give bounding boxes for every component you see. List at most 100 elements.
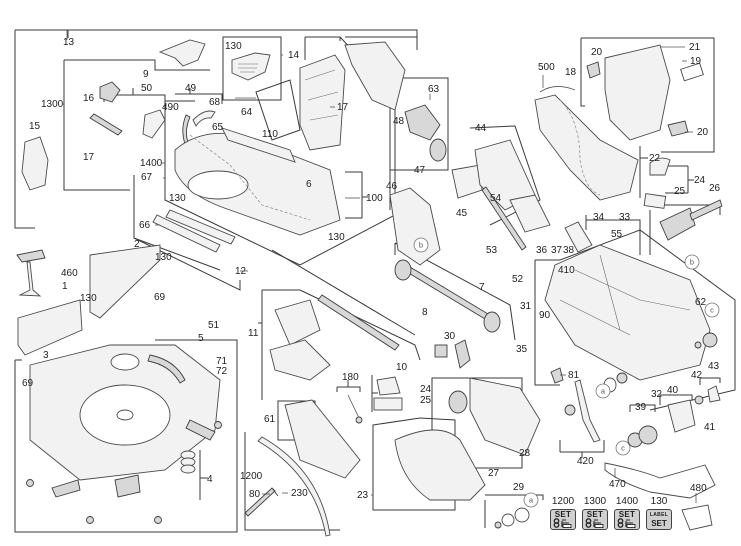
callout-41: 41 bbox=[704, 422, 716, 433]
callout-44: 44 bbox=[475, 123, 487, 134]
callout-36: 36 bbox=[536, 245, 548, 256]
dust-bag-part bbox=[604, 462, 716, 499]
callout-470: 470 bbox=[609, 479, 626, 490]
callout-45: 45 bbox=[456, 208, 468, 219]
callout-11: 11 bbox=[248, 328, 259, 339]
kit-number-1300: 1300 bbox=[583, 496, 607, 507]
svg-text:b: b bbox=[419, 241, 423, 250]
kit-badge-1300: SET bbox=[582, 509, 608, 530]
kit-badge-text: SET bbox=[651, 519, 667, 528]
reference-circles: b b c a c a bbox=[413, 237, 720, 508]
kit-badge-small-text: LABEL bbox=[649, 512, 669, 518]
svg-text:b: b bbox=[690, 258, 694, 267]
callout-30: 30 bbox=[444, 331, 456, 342]
table-arm-part bbox=[174, 132, 341, 236]
callout-26: 26 bbox=[709, 183, 721, 194]
callout-34: 34 bbox=[593, 212, 605, 223]
callout-12: 12 bbox=[235, 266, 247, 277]
callout-1: 1 bbox=[62, 281, 68, 292]
callout-43: 43 bbox=[708, 361, 720, 372]
kit-badge-1200: SET bbox=[550, 509, 576, 530]
main-handle-part bbox=[534, 94, 639, 201]
callout-25b: 25 bbox=[420, 395, 432, 406]
upper-guard-part bbox=[469, 377, 541, 456]
callout-7: 7 bbox=[479, 282, 485, 293]
callout-130c: 130 bbox=[328, 232, 345, 243]
cover-part bbox=[158, 39, 206, 67]
callout-50: 50 bbox=[141, 83, 153, 94]
callout-21: 21 bbox=[689, 42, 701, 53]
callout-62: 62 bbox=[695, 297, 707, 308]
callout-13: 13 bbox=[63, 37, 75, 48]
callout-1200: 1200 bbox=[240, 471, 263, 482]
callout-67: 67 bbox=[141, 172, 153, 183]
callout-32: 32 bbox=[651, 389, 663, 400]
callout-labels: 13 1300 9 50 49 490 68 16 15 17 130 14 6… bbox=[22, 37, 721, 501]
callout-3: 3 bbox=[43, 350, 49, 361]
callout-130b: 130 bbox=[169, 193, 186, 204]
callout-15: 15 bbox=[29, 121, 41, 132]
ref-circle-a bbox=[595, 383, 611, 399]
callout-90: 90 bbox=[539, 310, 551, 321]
callout-130a: 130 bbox=[225, 41, 242, 52]
callout-460: 460 bbox=[61, 268, 78, 279]
callout-20b: 20 bbox=[697, 127, 709, 138]
upper-housing-part bbox=[299, 54, 346, 151]
callout-54: 54 bbox=[490, 193, 502, 204]
callout-490: 490 bbox=[162, 102, 179, 113]
callout-8: 8 bbox=[422, 307, 428, 318]
kit-badge-text: SET bbox=[554, 510, 572, 519]
callout-500: 500 bbox=[538, 62, 555, 73]
motor-housing-part bbox=[389, 187, 441, 266]
callout-80: 80 bbox=[249, 489, 261, 500]
callout-63: 63 bbox=[428, 84, 440, 95]
armature-part bbox=[404, 104, 441, 141]
callout-18: 18 bbox=[565, 67, 577, 78]
callout-47: 47 bbox=[414, 165, 426, 176]
callout-46: 46 bbox=[386, 181, 398, 192]
callout-230: 230 bbox=[291, 488, 308, 499]
callout-4: 4 bbox=[207, 474, 213, 485]
callout-16: 16 bbox=[83, 93, 95, 104]
callout-69b: 69 bbox=[22, 378, 34, 389]
callout-28: 28 bbox=[519, 448, 531, 459]
callout-65: 65 bbox=[212, 122, 224, 133]
kit-badge-text: SET bbox=[618, 510, 636, 519]
ref-circle-b bbox=[413, 237, 429, 253]
callout-51: 51 bbox=[208, 320, 220, 331]
kit-badge-1400: SET bbox=[614, 509, 640, 530]
callout-48: 48 bbox=[393, 116, 405, 127]
callout-1400: 1400 bbox=[140, 158, 163, 169]
callout-81: 81 bbox=[568, 370, 580, 381]
kit-badge-label-set: LABEL SET bbox=[646, 509, 672, 530]
callout-64: 64 bbox=[241, 107, 253, 118]
callout-37: 37 bbox=[551, 245, 563, 256]
callout-25a: 25 bbox=[674, 186, 686, 197]
callout-14: 14 bbox=[288, 50, 300, 61]
kit-number-130: 130 bbox=[650, 496, 668, 507]
callout-49: 49 bbox=[185, 83, 197, 94]
callout-38: 38 bbox=[563, 245, 575, 256]
motor-mount-housing-part bbox=[544, 244, 711, 381]
group-frames bbox=[14, 29, 736, 533]
callout-17a: 17 bbox=[83, 152, 95, 163]
callout-5: 5 bbox=[198, 333, 204, 344]
callout-39: 39 bbox=[635, 402, 647, 413]
ref-circle-a2 bbox=[523, 492, 539, 508]
callout-52: 52 bbox=[512, 274, 524, 285]
dust-adapter-part bbox=[681, 504, 713, 531]
callout-31: 31 bbox=[520, 301, 532, 312]
callout-110: 110 bbox=[262, 129, 278, 140]
callout-66: 66 bbox=[139, 220, 151, 231]
fence-part bbox=[89, 244, 161, 319]
screw-washer-set-icon bbox=[617, 518, 636, 528]
grip-part bbox=[604, 44, 671, 141]
callout-61: 61 bbox=[264, 414, 276, 425]
callout-22: 22 bbox=[649, 153, 661, 164]
svg-text:a: a bbox=[601, 387, 606, 396]
handle-cover-part bbox=[231, 52, 271, 81]
lower-guard-part bbox=[394, 429, 486, 501]
kit-number-1200: 1200 bbox=[551, 496, 575, 507]
callout-6: 6 bbox=[306, 179, 312, 190]
callout-100: 100 bbox=[366, 193, 383, 204]
